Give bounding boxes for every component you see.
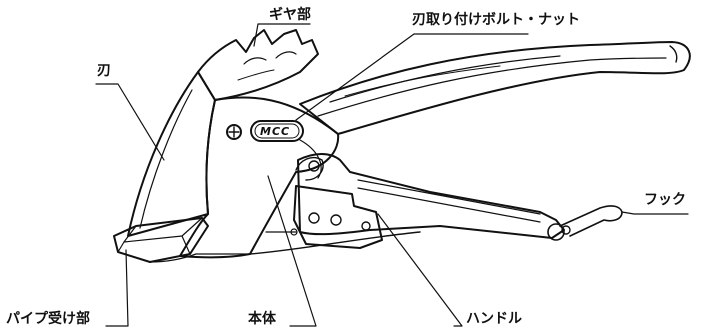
leader-pipe-holder	[105, 249, 129, 327]
label-gear: ギヤ部	[269, 7, 311, 23]
gear-section	[197, 29, 319, 101]
leader-handle	[377, 213, 463, 327]
blade	[127, 71, 216, 237]
hook	[559, 205, 623, 237]
leader-hook	[621, 211, 689, 215]
lower-handle	[295, 153, 565, 241]
leader-blade-mount	[295, 33, 529, 121]
leader-body	[267, 175, 317, 327]
blade-mount-bolt	[226, 124, 242, 140]
label-body: 本体	[248, 311, 276, 327]
handle-plate	[293, 185, 383, 249]
pipe-holder	[113, 217, 298, 263]
leader-lines	[95, 23, 689, 327]
label-blade-mount: 刃取り付けボルト・ナット	[412, 12, 580, 28]
label-pipe-holder: パイプ受け部	[6, 311, 90, 327]
label-hook: フック	[644, 192, 686, 208]
label-blade: 刃	[97, 63, 111, 79]
logo-text: MCC	[260, 125, 291, 138]
label-handle: ハンドル	[466, 311, 522, 327]
leader-blade	[95, 83, 165, 161]
upper-handle	[299, 41, 691, 135]
logo-badge	[250, 120, 304, 142]
leader-gear	[253, 23, 311, 47]
